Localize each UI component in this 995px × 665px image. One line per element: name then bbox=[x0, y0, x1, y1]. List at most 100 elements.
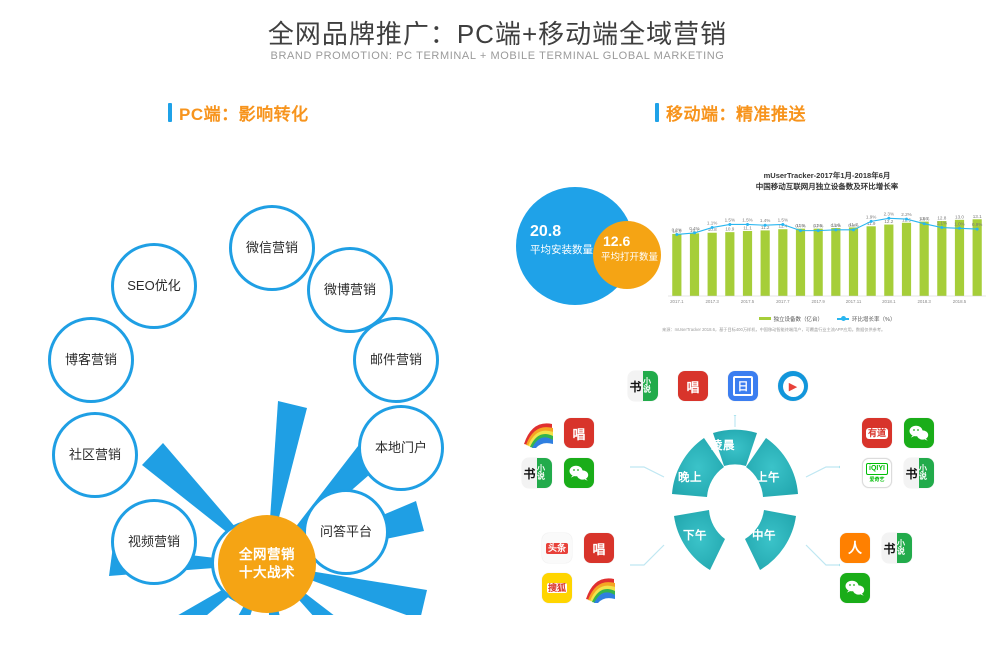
app-icon-youdao-glyph: 有道 bbox=[865, 427, 888, 439]
app-icon-toutiao-glyph: 头条 bbox=[545, 542, 568, 554]
svg-text:12.7: 12.7 bbox=[920, 216, 929, 221]
app-icon-iqiyi-glyph: iQIYI bbox=[866, 463, 888, 475]
bubble-avg-install-value: 20.8 bbox=[530, 223, 562, 240]
app-icon-sohu-glyph: 搜狐 bbox=[546, 582, 567, 594]
svg-text:2017.9: 2017.9 bbox=[811, 299, 825, 304]
svg-text:11.2: 11.2 bbox=[761, 225, 770, 230]
svg-text:11.5: 11.5 bbox=[796, 223, 805, 228]
app-icon-novel-right-glyph: 小说 bbox=[537, 458, 552, 488]
app-icon-novel[interactable]: 书 小说 bbox=[882, 533, 912, 563]
app-icon-alipay[interactable]: 人 bbox=[840, 533, 870, 563]
legend-bar-swatch-icon bbox=[758, 317, 771, 321]
chart-title: mUserTracker-2017年1月-2018年6月 bbox=[763, 171, 891, 180]
app-icon-bookshelf[interactable] bbox=[584, 573, 616, 603]
app-icon-novel[interactable]: 书 小说 bbox=[628, 371, 658, 401]
page-subtitle: BRAND PROMOTION: PC TERMINAL + MOBILE TE… bbox=[270, 50, 725, 62]
petal-node-3[interactable]: 邮件营销 bbox=[353, 317, 439, 403]
petal-node-1[interactable]: 微信营销 bbox=[229, 205, 315, 291]
petal-center-line1: 全网营销 bbox=[239, 546, 295, 562]
svg-text:2017.3: 2017.3 bbox=[705, 299, 719, 304]
svg-text:11.6: 11.6 bbox=[832, 222, 841, 227]
app-icon-novel-left-glyph: 书 bbox=[628, 371, 643, 401]
app-icon-novel[interactable]: 书 小说 bbox=[522, 458, 552, 488]
app-icon-wechat[interactable] bbox=[840, 573, 870, 603]
app-icon-novel-left-glyph: 书 bbox=[522, 458, 537, 488]
petal-node-7[interactable]: 视频营销 bbox=[111, 499, 197, 585]
svg-text:1.1%: 1.1% bbox=[707, 220, 717, 225]
app-icon-tencent-video[interactable]: ▶ bbox=[778, 371, 808, 401]
app-icon-iqiyi[interactable]: iQIYI 爱奇艺 bbox=[862, 458, 892, 488]
svg-text:0.7%: 0.7% bbox=[795, 223, 805, 228]
app-icon-changba-glyph: 唱 bbox=[592, 541, 606, 557]
app-icon-youdao[interactable]: 有道 bbox=[862, 418, 892, 448]
svg-text:2.2%: 2.2% bbox=[901, 212, 911, 217]
legend-line-swatch-icon bbox=[837, 316, 850, 322]
svg-text:13.1: 13.1 bbox=[973, 214, 982, 219]
app-icon-toutiao[interactable]: 头条 bbox=[542, 533, 572, 563]
petal-node-2[interactable]: 微博营销 bbox=[307, 247, 393, 333]
app-icon-novel-left-glyph: 书 bbox=[904, 458, 919, 488]
app-icon-changba[interactable]: 唱 bbox=[584, 533, 614, 563]
svg-text:0.8%: 0.8% bbox=[831, 223, 841, 228]
app-icon-novel[interactable]: 书 小说 bbox=[904, 458, 934, 488]
svg-text:0.2%: 0.2% bbox=[672, 227, 682, 232]
petal-node-label: 视频营销 bbox=[127, 534, 180, 550]
svg-text:1.5%: 1.5% bbox=[778, 217, 788, 222]
petal-node-label: 社区营销 bbox=[68, 447, 121, 463]
app-icon-changba[interactable]: 唱 bbox=[678, 371, 708, 401]
svg-text:11.4: 11.4 bbox=[779, 223, 788, 228]
svg-text:0.4%: 0.4% bbox=[689, 226, 699, 231]
svg-text:11.1: 11.1 bbox=[743, 225, 752, 230]
petal-node-8[interactable]: 社区营销 bbox=[52, 412, 138, 498]
petal-node-4[interactable]: 本地门户 bbox=[358, 405, 444, 491]
page-title: 全网品牌推广：PC端+移动端全域营销 bbox=[267, 19, 728, 49]
petal-node-5[interactable]: 问答平台 bbox=[303, 489, 389, 575]
bubble-avg-install-label: 平均安装数量 bbox=[530, 244, 593, 256]
svg-text:1.0%: 1.0% bbox=[954, 221, 964, 226]
bubble-avg-open-value: 12.6 bbox=[603, 233, 631, 249]
wechat-bubbles-icon bbox=[569, 465, 589, 481]
time-of-day-wheel: 凌晨 上午 中午 下午 晚上 bbox=[623, 410, 845, 595]
bubble-avg-open: 12.6 平均打开数量 bbox=[593, 221, 661, 289]
petal-center: 全网营销 十大战术 bbox=[218, 515, 316, 613]
petal-node-label: SEO优化 bbox=[127, 278, 181, 294]
legend-item-line: 环比增长率（%） bbox=[837, 315, 895, 323]
app-icon-novel-right-glyph: 小说 bbox=[643, 371, 658, 401]
mobile-panel: 20.8 平均安装数量 12.6 平均打开数量 mUserTracker-201… bbox=[500, 165, 995, 635]
svg-text:2018.3: 2018.3 bbox=[917, 299, 931, 304]
app-icon-changba[interactable]: 唱 bbox=[564, 418, 594, 448]
usertracker-chart: mUserTracker-2017年1月-2018年6月 中国移动互联网月独立设… bbox=[662, 171, 992, 343]
petal-node-9[interactable]: 博客营销 bbox=[48, 317, 134, 403]
svg-text:0.9%: 0.9% bbox=[972, 222, 982, 227]
app-icon-changba-glyph: 唱 bbox=[572, 426, 586, 442]
legend-item-bars: 独立设备数（亿台） bbox=[758, 315, 823, 323]
svg-text:2017.1: 2017.1 bbox=[670, 299, 684, 304]
section-header-mobile: 移动端：精准推送 bbox=[655, 100, 806, 125]
app-icon-wechat[interactable] bbox=[904, 418, 934, 448]
petal-node-10[interactable]: SEO优化 bbox=[111, 243, 197, 329]
svg-text:2018.5: 2018.5 bbox=[953, 299, 967, 304]
petal-diagram: 微信营销 微博营销 邮件营销 本地门户 问答平台 SNS互动营销 视频营销 社区… bbox=[35, 165, 465, 615]
app-icon-wechat[interactable] bbox=[564, 458, 594, 488]
chart-legend: 独立设备数（亿台） 环比增长率（%） bbox=[662, 315, 992, 323]
svg-text:11.9: 11.9 bbox=[867, 221, 876, 226]
app-icon-news-glyph: 日 bbox=[733, 376, 753, 396]
svg-text:2017.7: 2017.7 bbox=[776, 299, 790, 304]
svg-text:1.9%: 1.9% bbox=[866, 214, 876, 219]
svg-text:0.8%: 0.8% bbox=[848, 223, 858, 228]
svg-text:13.0: 13.0 bbox=[955, 214, 964, 219]
petal-node-label: 邮件营销 bbox=[369, 352, 422, 368]
svg-text:2018.1: 2018.1 bbox=[882, 299, 896, 304]
svg-text:1.1%: 1.1% bbox=[937, 220, 947, 225]
svg-text:12.8: 12.8 bbox=[937, 215, 946, 220]
svg-text:2017.11: 2017.11 bbox=[846, 299, 862, 304]
app-icon-bookshelf[interactable] bbox=[522, 418, 554, 448]
app-icon-sohu[interactable]: 搜狐 bbox=[542, 573, 572, 603]
accent-bar-icon bbox=[655, 103, 659, 122]
app-icon-news[interactable]: 日 bbox=[728, 371, 758, 401]
svg-text:11.7: 11.7 bbox=[849, 222, 858, 227]
svg-text:10.7: 10.7 bbox=[690, 228, 699, 233]
